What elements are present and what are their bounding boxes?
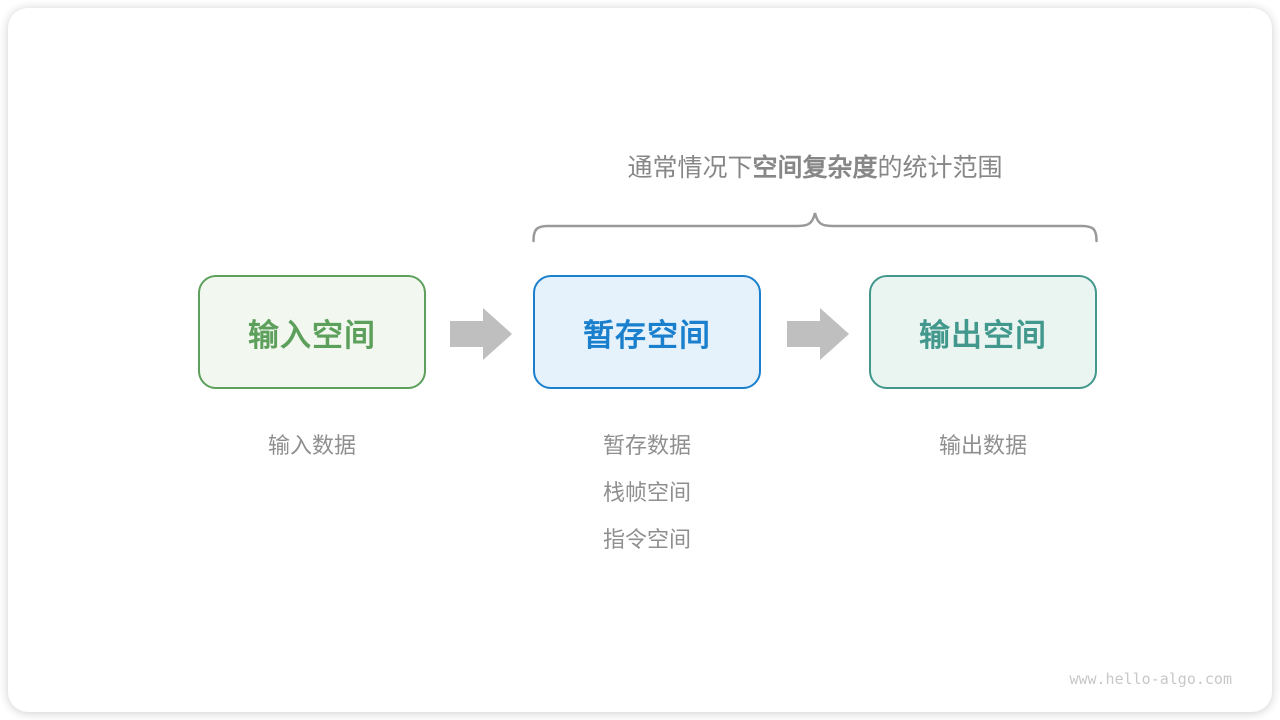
output-space-box: 输出空间	[869, 275, 1097, 389]
scope-brace-icon	[532, 208, 1098, 246]
diagram-card: 通常情况下空间复杂度的统计范围 输入空间 暂存空间 输出空间 输入数据 暂	[8, 8, 1272, 712]
title-emphasis: 空间复杂度	[752, 154, 878, 182]
title-prefix: 通常情况下	[627, 154, 753, 182]
temp-space-box: 暂存空间	[533, 275, 761, 389]
watermark: www.hello-algo.com	[1069, 670, 1232, 688]
right-arrow-icon	[787, 308, 849, 360]
temp-data-label: 暂存数据	[602, 433, 691, 458]
instruction-space-label: 指令空间	[602, 527, 691, 552]
temp-space-label: 暂存空间	[583, 317, 711, 353]
title-suffix: 的统计范围	[877, 154, 1003, 182]
right-arrow-icon	[450, 308, 512, 360]
stack-frame-space-label: 栈帧空间	[602, 480, 691, 505]
output-data-label: 输出数据	[938, 433, 1027, 458]
input-space-label: 输入空间	[248, 317, 376, 353]
input-space-box: 输入空间	[198, 275, 426, 389]
diagram-title: 通常情况下空间复杂度的统计范围	[532, 152, 1098, 184]
input-data-label: 输入数据	[267, 433, 356, 458]
output-space-label: 输出空间	[919, 317, 1047, 353]
